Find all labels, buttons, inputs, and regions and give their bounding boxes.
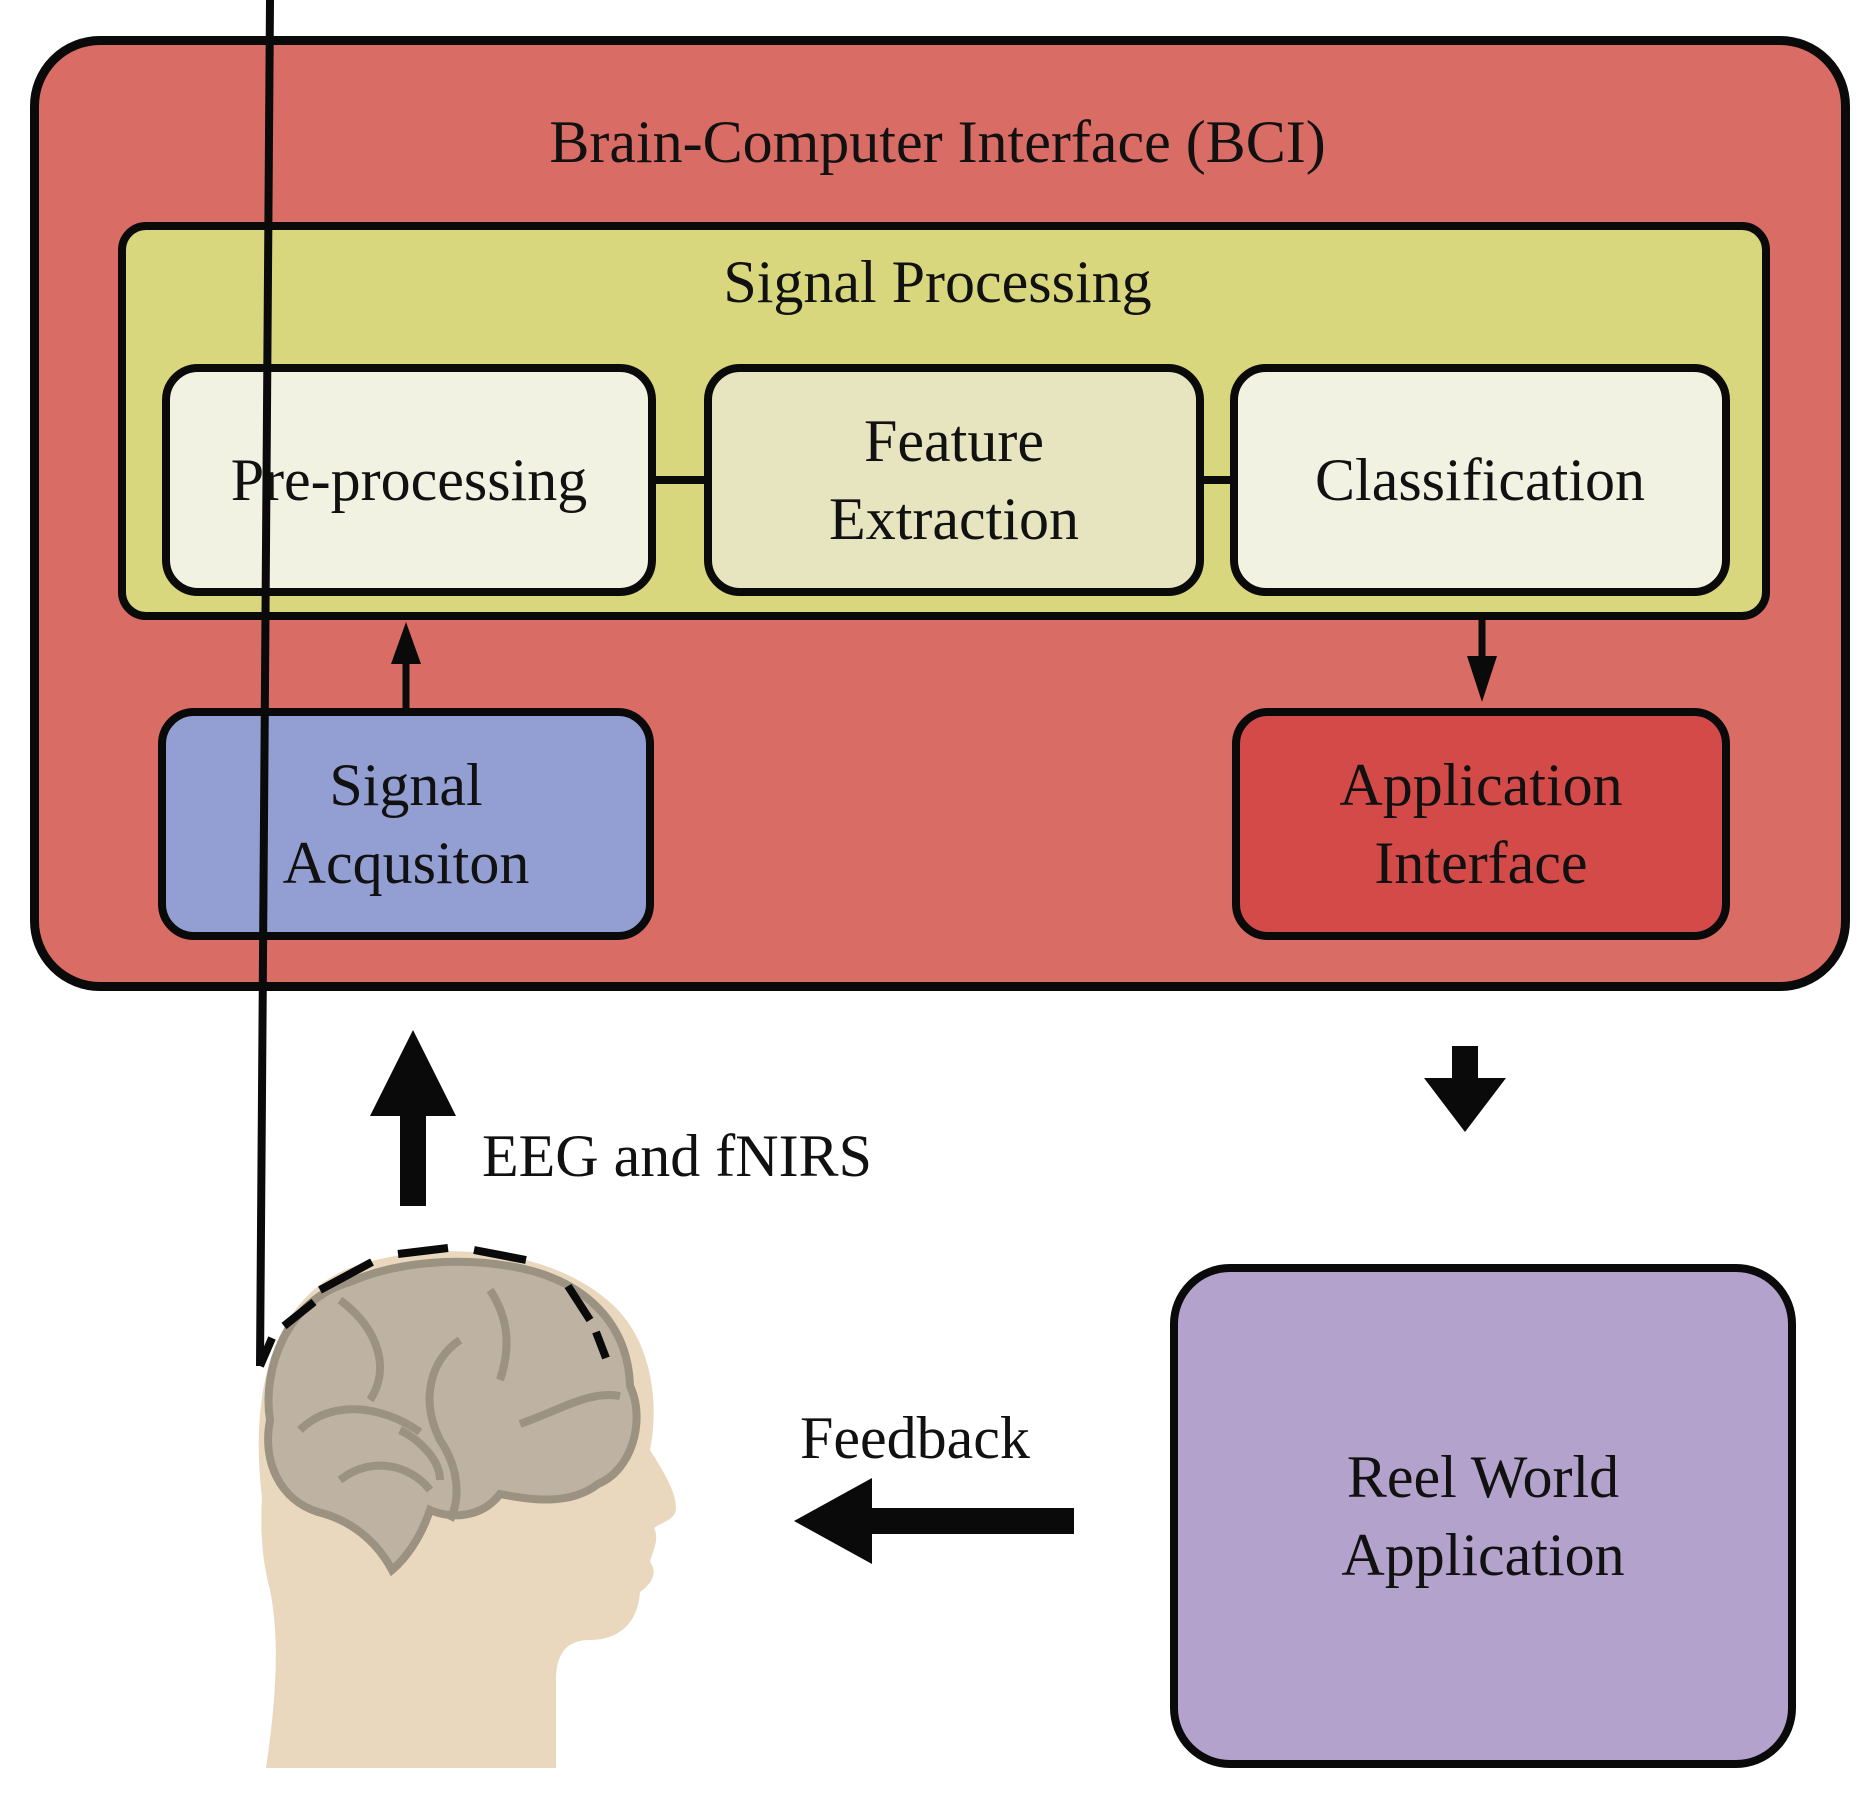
feedback-label: Feedback bbox=[800, 1405, 1030, 1471]
arrow-feedback-left-icon bbox=[794, 1478, 1074, 1564]
preprocessing-box: Pre-processing bbox=[162, 364, 656, 596]
feature-extraction-label-line1: Feature bbox=[864, 408, 1044, 474]
signal-acquisition-box: Signal Acqusiton bbox=[158, 708, 654, 940]
signal-acquisition-label-line2: Acqusiton bbox=[282, 830, 530, 896]
brain-icon bbox=[264, 1257, 641, 1577]
real-world-application-box: Reel World Application bbox=[1170, 1264, 1796, 1768]
arrow-bci-to-real-world-icon bbox=[1424, 1046, 1506, 1132]
classification-box: Classification bbox=[1230, 364, 1730, 596]
preprocessing-label: Pre-processing bbox=[230, 447, 588, 513]
application-interface-box: Application Interface bbox=[1232, 708, 1730, 940]
connector-feature-classification bbox=[1202, 476, 1232, 484]
human-head-icon bbox=[258, 1251, 676, 1768]
signal-acquisition-label-line1: Signal bbox=[329, 752, 483, 818]
feature-extraction-box: Feature Extraction bbox=[704, 364, 1204, 596]
application-interface-label-line2: Interface bbox=[1374, 830, 1588, 896]
real-world-application-label-line1: Reel World bbox=[1346, 1444, 1620, 1510]
signal-processing-title: Signal Processing bbox=[723, 249, 1152, 315]
connector-preprocessing-feature bbox=[654, 476, 706, 484]
application-interface-label-line1: Application bbox=[1339, 752, 1623, 818]
eeg-fnirs-label: EEG and fNIRS bbox=[482, 1123, 872, 1189]
classification-label: Classification bbox=[1315, 447, 1645, 513]
arrow-eeg-up-icon bbox=[370, 1030, 456, 1206]
bci-title: Brain-Computer Interface (BCI) bbox=[549, 109, 1326, 175]
real-world-application-label-line2: Application bbox=[1341, 1522, 1625, 1588]
feature-extraction-label-line2: Extraction bbox=[829, 486, 1079, 552]
